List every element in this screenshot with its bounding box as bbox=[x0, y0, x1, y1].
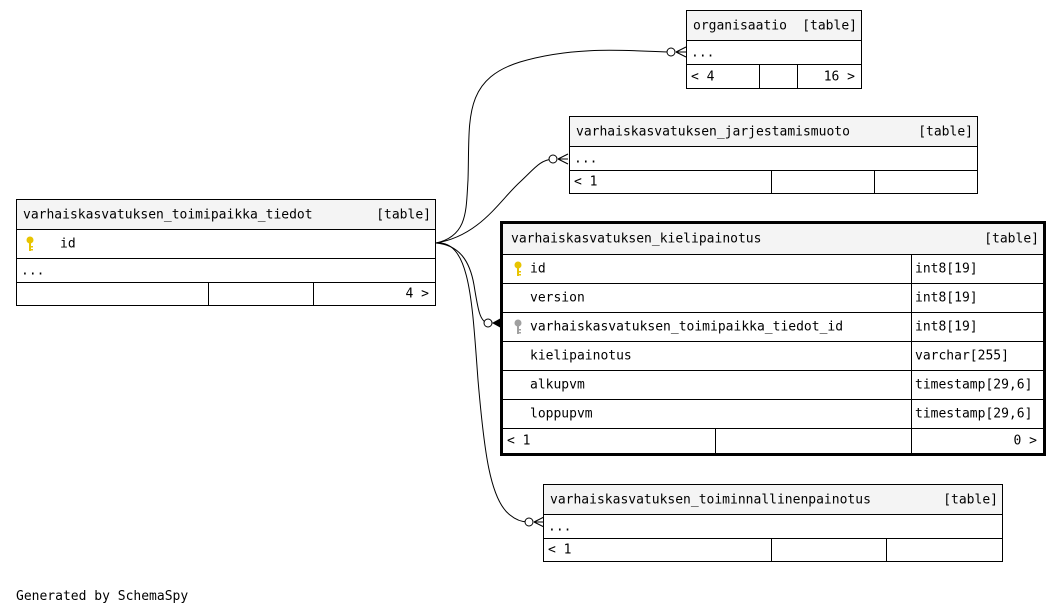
ellipsis: ... bbox=[691, 45, 715, 60]
table-name: organisaatio bbox=[693, 18, 787, 33]
column-type: int8[19] bbox=[915, 290, 978, 306]
table-header: varhaiskasvatuksen_kielipainotus [table] bbox=[503, 224, 1043, 255]
edge-organisaatio bbox=[435, 49, 671, 244]
table-footer: < 4 16 > bbox=[687, 65, 861, 88]
column-name: varhaiskasvatuksen_toimipaikka_tiedot_id bbox=[530, 319, 844, 335]
ellipsis-row: ... bbox=[570, 147, 977, 171]
primary-key-icon bbox=[514, 261, 522, 276]
column-name: kielipainotus bbox=[530, 348, 632, 364]
ellipsis-row: ... bbox=[687, 41, 861, 65]
table-header: varhaiskasvatuksen_jarjestamismuoto [tab… bbox=[570, 117, 977, 147]
generated-by-note: Generated by SchemaSpy bbox=[16, 589, 189, 604]
column-name: loppupvm bbox=[530, 406, 593, 422]
table-name: varhaiskasvatuksen_kielipainotus bbox=[511, 231, 762, 247]
table-jarjestamismuoto[interactable]: varhaiskasvatuksen_jarjestamismuoto [tab… bbox=[569, 116, 978, 194]
column-row: alkupvm timestamp[29,6] bbox=[503, 371, 1043, 400]
ellipsis: ... bbox=[548, 519, 572, 534]
column-name: id bbox=[530, 261, 546, 277]
parents-count[interactable]: < 4 bbox=[691, 69, 715, 84]
foreign-key-icon bbox=[514, 319, 522, 334]
column-type: timestamp[29,6] bbox=[915, 377, 1033, 393]
column-row: version int8[19] bbox=[503, 284, 1043, 313]
parents-count[interactable]: < 1 bbox=[548, 542, 572, 558]
table-tag: [table] bbox=[984, 231, 1039, 247]
column-name: id bbox=[60, 236, 76, 252]
children-count[interactable]: 4 > bbox=[405, 286, 429, 302]
table-tag: [table] bbox=[376, 207, 431, 222]
table-toimipaikka-tiedot[interactable]: varhaiskasvatuksen_toimipaikka_tiedot [t… bbox=[16, 199, 436, 306]
column-name: alkupvm bbox=[530, 377, 585, 393]
table-footer: 4 > bbox=[17, 283, 435, 305]
ellipsis: ... bbox=[574, 151, 598, 166]
table-name: varhaiskasvatuksen_jarjestamismuoto bbox=[576, 124, 850, 139]
children-count[interactable]: 0 > bbox=[1013, 433, 1037, 449]
children-count[interactable]: 16 > bbox=[823, 69, 855, 84]
ellipsis: ... bbox=[21, 263, 45, 278]
parents-count[interactable]: < 1 bbox=[574, 174, 598, 190]
ellipsis-row: ... bbox=[17, 259, 435, 283]
column-name: version bbox=[530, 290, 585, 306]
primary-key-icon bbox=[26, 236, 34, 251]
column-row: id int8[19] bbox=[503, 255, 1043, 284]
table-tag: [table] bbox=[918, 124, 973, 139]
column-type: varchar[255] bbox=[915, 348, 1009, 364]
table-name: varhaiskasvatuksen_toimipaikka_tiedot bbox=[23, 207, 313, 222]
table-header: varhaiskasvatuksen_toimipaikka_tiedot [t… bbox=[17, 200, 435, 230]
table-tag: [table] bbox=[943, 492, 998, 507]
table-header: varhaiskasvatuksen_toiminnallinenpainotu… bbox=[544, 485, 1002, 515]
edge-kielipainotus bbox=[435, 242, 489, 324]
ellipsis-row: ... bbox=[544, 515, 1002, 539]
edge-toiminnallinen bbox=[435, 242, 529, 523]
parents-count[interactable]: < 1 bbox=[507, 433, 531, 449]
table-kielipainotus[interactable]: varhaiskasvatuksen_kielipainotus [table]… bbox=[500, 221, 1046, 456]
table-toiminnallinenpainotus[interactable]: varhaiskasvatuksen_toiminnallinenpainotu… bbox=[543, 484, 1003, 562]
column-row: kielipainotus varchar[255] bbox=[503, 342, 1043, 371]
edge-jarjestamismuoto bbox=[435, 158, 554, 244]
table-header: organisaatio [table] bbox=[687, 11, 861, 41]
table-footer: < 1 bbox=[570, 171, 977, 193]
table-footer: < 1 0 > bbox=[503, 429, 1043, 453]
table-organisaatio[interactable]: organisaatio [table] ... < 4 16 > bbox=[686, 10, 862, 89]
column-type: timestamp[29,6] bbox=[915, 406, 1033, 422]
column-type: int8[19] bbox=[915, 319, 978, 335]
table-tag: [table] bbox=[802, 18, 857, 33]
column-row: varhaiskasvatuksen_toimipaikka_tiedot_id… bbox=[503, 313, 1043, 342]
table-footer: < 1 bbox=[544, 539, 1002, 561]
column-row: loppupvm timestamp[29,6] bbox=[503, 400, 1043, 429]
table-name: varhaiskasvatuksen_toiminnallinenpainotu… bbox=[550, 492, 871, 507]
column-row: id bbox=[17, 230, 435, 259]
column-type: int8[19] bbox=[915, 261, 978, 277]
